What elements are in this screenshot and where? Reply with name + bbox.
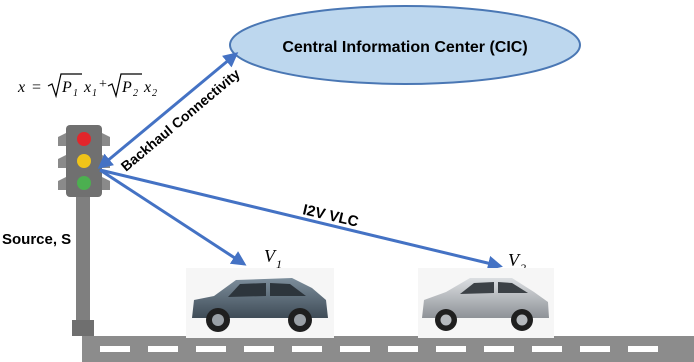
green-light-icon: [77, 176, 91, 190]
red-light-icon: [77, 132, 91, 146]
road: [82, 336, 694, 362]
formula-p1-sub: 1: [73, 88, 78, 99]
vehicle-v2: V 2: [418, 250, 554, 338]
formula-p1: P: [61, 79, 72, 96]
i2v-arrow-v2: [99, 168, 503, 271]
backhaul-arrow: [97, 52, 239, 169]
backhaul-label: Backhaul Connectivity: [118, 65, 243, 174]
vehicle-v1: V 1: [186, 246, 334, 338]
v1-sub: 1: [276, 257, 282, 271]
v1-symbol: V: [264, 246, 277, 266]
yellow-light-icon: [77, 154, 91, 168]
formula-p2: P: [121, 79, 132, 96]
traffic-light-base: [72, 320, 94, 336]
formula-x2: x: [143, 79, 151, 96]
source-label: Source, S: [2, 231, 71, 248]
car-icon: [186, 268, 334, 338]
road-lane-markings: [100, 346, 658, 352]
formula: x = P 1 x 1 + P 2 x 2: [17, 73, 157, 99]
formula-x1: x: [83, 79, 91, 96]
cic-label: Central Information Center (CIC): [282, 39, 527, 56]
formula-x: x: [17, 79, 25, 96]
formula-x2-sub: 2: [152, 88, 157, 99]
v2-symbol: V: [508, 250, 521, 270]
formula-p2-sub: 2: [133, 88, 138, 99]
formula-x1-sub: 1: [92, 88, 97, 99]
sqrt-icon: [107, 73, 142, 99]
traffic-light-pole: [76, 190, 90, 336]
sqrt-icon: [47, 73, 82, 99]
cic-node: Central Information Center (CIC): [229, 5, 581, 85]
formula-equals: =: [32, 79, 41, 96]
i2v-arrow-v1: [99, 168, 247, 266]
traffic-light-visor-left: [58, 133, 66, 190]
car-icon: [418, 268, 554, 338]
formula-plus: +: [99, 77, 107, 92]
